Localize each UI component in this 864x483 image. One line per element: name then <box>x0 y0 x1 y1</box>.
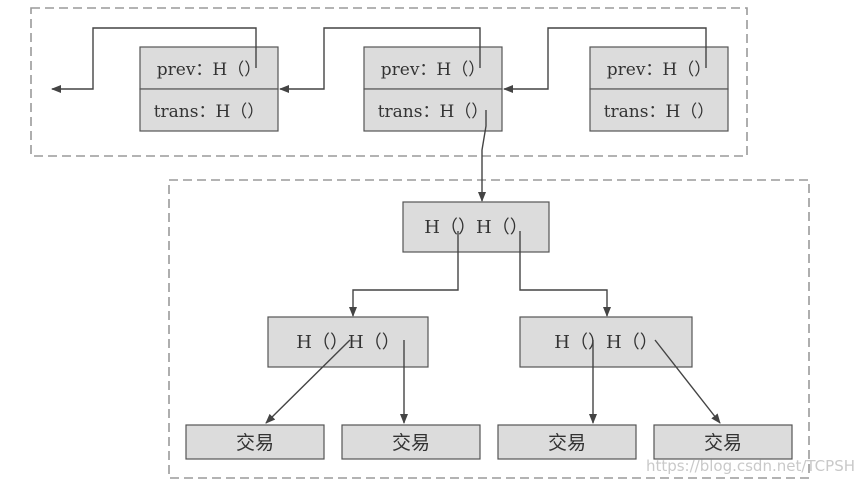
leaf-2: 交易 <box>341 424 481 460</box>
block-2-trans-label: trans：H（） <box>378 102 489 122</box>
leaf-3-label: 交易 <box>548 432 586 454</box>
merkle-root-node: H（）H（） <box>402 201 550 253</box>
leaf-3: 交易 <box>497 424 637 460</box>
prev-arrow-block2 <box>279 27 481 93</box>
root-to-right-arrow <box>519 231 611 317</box>
block-1-prev-label: prev：H（） <box>157 60 262 80</box>
leaf-4-label: 交易 <box>704 432 742 454</box>
merkle-right-label: H（）H（） <box>554 332 657 353</box>
merkle-root-label: H（）H（） <box>424 217 527 238</box>
left-to-leaf-1-arrow <box>265 339 351 424</box>
prev-arrow-block3 <box>503 27 707 93</box>
block-1-trans-label: trans：H（） <box>154 102 265 122</box>
block-2-prev-label: prev：H（） <box>381 60 486 80</box>
root-to-left-arrow <box>349 231 459 317</box>
block-2: prev：H（） trans：H（） <box>363 46 503 132</box>
leaf-4: 交易 <box>653 424 793 460</box>
leaf-1-label: 交易 <box>236 432 274 454</box>
merkle-right-node: H（）H（） <box>519 316 693 368</box>
leaf-1: 交易 <box>185 424 325 460</box>
blockchain-container <box>30 7 748 157</box>
block-1: prev：H（） trans：H（） <box>139 46 279 132</box>
trans-to-root-arrow <box>478 110 487 202</box>
watermark-text: https://blog.csdn.net/TCPSH <box>646 457 855 475</box>
right-to-leaf-4-arrow <box>654 339 721 424</box>
prev-arrow-block1 <box>51 27 257 93</box>
merkle-tree-container <box>168 179 810 479</box>
block-3-trans-label: trans：H（） <box>604 102 715 122</box>
leaf-2-label: 交易 <box>392 432 430 454</box>
block-3: prev：H（） trans：H（） <box>589 46 729 132</box>
block-3-prev-label: prev：H（） <box>607 60 712 80</box>
